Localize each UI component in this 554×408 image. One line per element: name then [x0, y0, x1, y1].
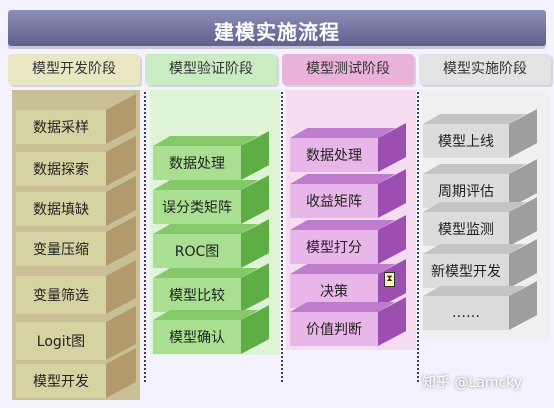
dev-step-7: 模型开发: [16, 348, 136, 398]
test-step-3: 模型打分: [290, 215, 406, 264]
test-step-5: 价值判断: [290, 297, 406, 346]
stage-header-implementation: 模型实施阶段: [419, 54, 551, 85]
impl-step-5: ……: [423, 281, 537, 330]
validation-step-1: 数据处理: [153, 131, 269, 180]
divider-3: [417, 92, 419, 382]
title-bar: 建模实施流程: [8, 10, 546, 46]
hourglass-cursor-icon: ⧗: [384, 272, 395, 287]
impl-step-1: 模型上线: [423, 109, 537, 158]
dev-step-1: 数据采样: [16, 94, 136, 144]
watermark: 知乎 @Lamcky: [422, 375, 523, 391]
dev-step-2: 数据探索: [16, 136, 136, 186]
impl-step-4: 新模型开发: [423, 239, 537, 288]
stage-header-validation: 模型验证阶段: [145, 54, 277, 85]
stage-header-test: 模型测试阶段: [282, 54, 414, 85]
test-step-1: 数据处理: [290, 123, 406, 172]
dev-step-6: Logit图: [16, 306, 136, 360]
dev-step-3: 数据填缺: [16, 176, 136, 226]
divider-1: [144, 92, 146, 382]
divider-2: [281, 92, 283, 382]
dev-step-5: 变量筛选: [16, 260, 136, 314]
impl-step-3: 模型监测: [423, 197, 537, 246]
dev-step-4: 变量压缩: [16, 216, 136, 266]
validation-step-4: 模型比较: [153, 263, 269, 312]
validation-step-3: ROC图: [153, 219, 269, 268]
validation-step-2: 误分类矩阵: [153, 175, 269, 224]
test-step-2: 收益矩阵: [290, 169, 406, 218]
validation-step-5: 模型确认: [153, 305, 269, 354]
stage-header-dev: 模型开发阶段: [8, 54, 140, 85]
diagram-title: 建模实施流程: [214, 20, 340, 44]
